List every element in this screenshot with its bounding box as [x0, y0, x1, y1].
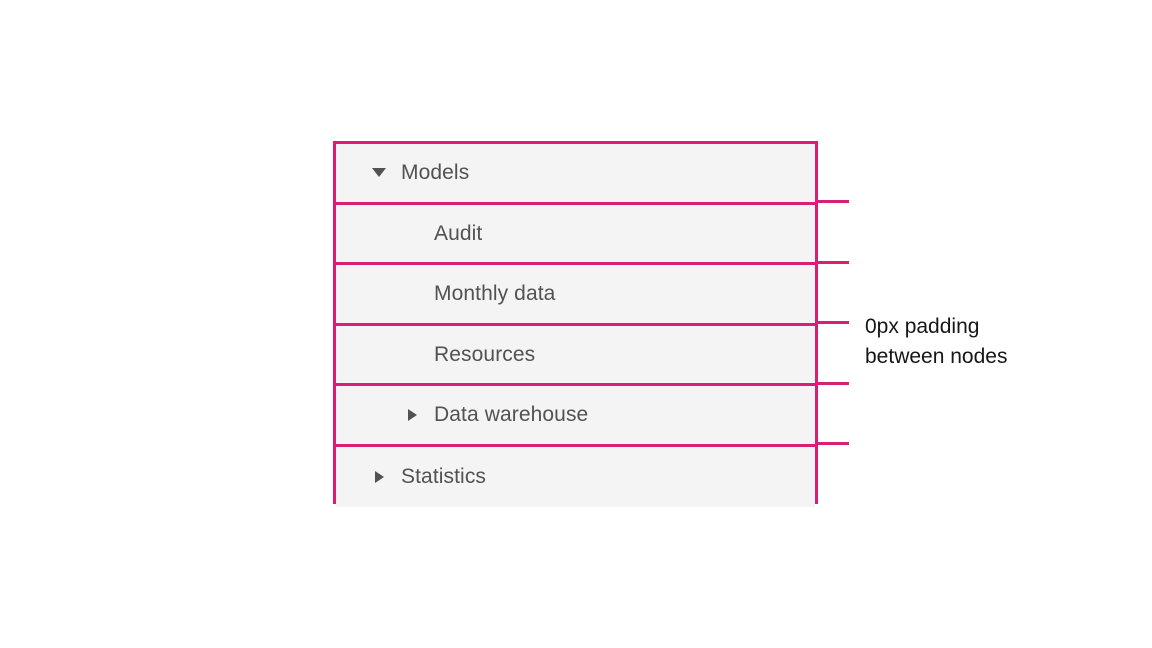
tree-node-models[interactable]: Models [336, 144, 815, 205]
tree-node-audit[interactable]: Audit [336, 204, 815, 265]
tree-node-statistics[interactable]: Statistics [336, 446, 815, 507]
caret-down-icon[interactable] [370, 164, 388, 182]
tree-node-resources[interactable]: Resources [336, 325, 815, 386]
caret-right-icon[interactable] [370, 468, 388, 486]
tree-node-label: Audit [434, 221, 483, 245]
tree-spec-container: Models Audit Monthly data [333, 141, 818, 507]
tree-node-label: Data warehouse [434, 403, 589, 427]
annotation-leader-line [818, 442, 849, 445]
annotation-leader-line [818, 321, 849, 324]
annotation-leader-line [818, 382, 849, 385]
annotation-leader-line [818, 200, 849, 203]
tree-node-data-warehouse[interactable]: Data warehouse [336, 386, 815, 447]
tree-node-label: Models [401, 161, 470, 185]
caret-right-icon[interactable] [403, 406, 421, 424]
tree-node-monthly-data[interactable]: Monthly data [336, 265, 815, 326]
tree-node-label: Statistics [401, 465, 487, 489]
annotation-caption: 0px padding between nodes [865, 315, 1008, 368]
tree-node-label: Monthly data [434, 282, 556, 306]
file-tree: Models Audit Monthly data [336, 144, 815, 507]
annotation-leader-line [818, 261, 849, 264]
tree-node-label: Resources [434, 342, 536, 366]
